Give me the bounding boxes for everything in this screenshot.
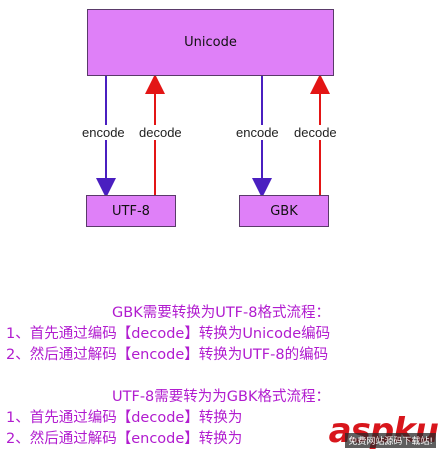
decode-label-right: decode xyxy=(292,125,339,140)
section2-title: UTF-8需要转为为GBK格式流程： xyxy=(112,389,330,405)
watermark-caption: 免费网站源码下载站! xyxy=(345,433,436,448)
conversion-notes: GBK需要转换为UTF-8格式流程： 1、首先通过编码【decode】转换为Un… xyxy=(0,303,442,450)
section1-step2: 2、然后通过解码【encode】转换为UTF-8的编码 xyxy=(6,347,329,363)
encode-label-left: encode xyxy=(80,125,127,140)
section2-step2: 2、然后通过解码【encode】转换为 xyxy=(6,431,243,447)
unicode-node: Unicode xyxy=(87,9,334,76)
gbk-node: GBK xyxy=(239,195,329,227)
section1-title: GBK需要转换为UTF-8格式流程： xyxy=(112,305,330,321)
section2-step1: 1、首先通过编码【decode】转换为 xyxy=(6,410,243,426)
encode-label-right: encode xyxy=(234,125,281,140)
decode-label-left: decode xyxy=(137,125,184,140)
section1-step1: 1、首先通过编码【decode】转换为Unicode编码 xyxy=(6,326,331,342)
utf8-node: UTF-8 xyxy=(86,195,176,227)
